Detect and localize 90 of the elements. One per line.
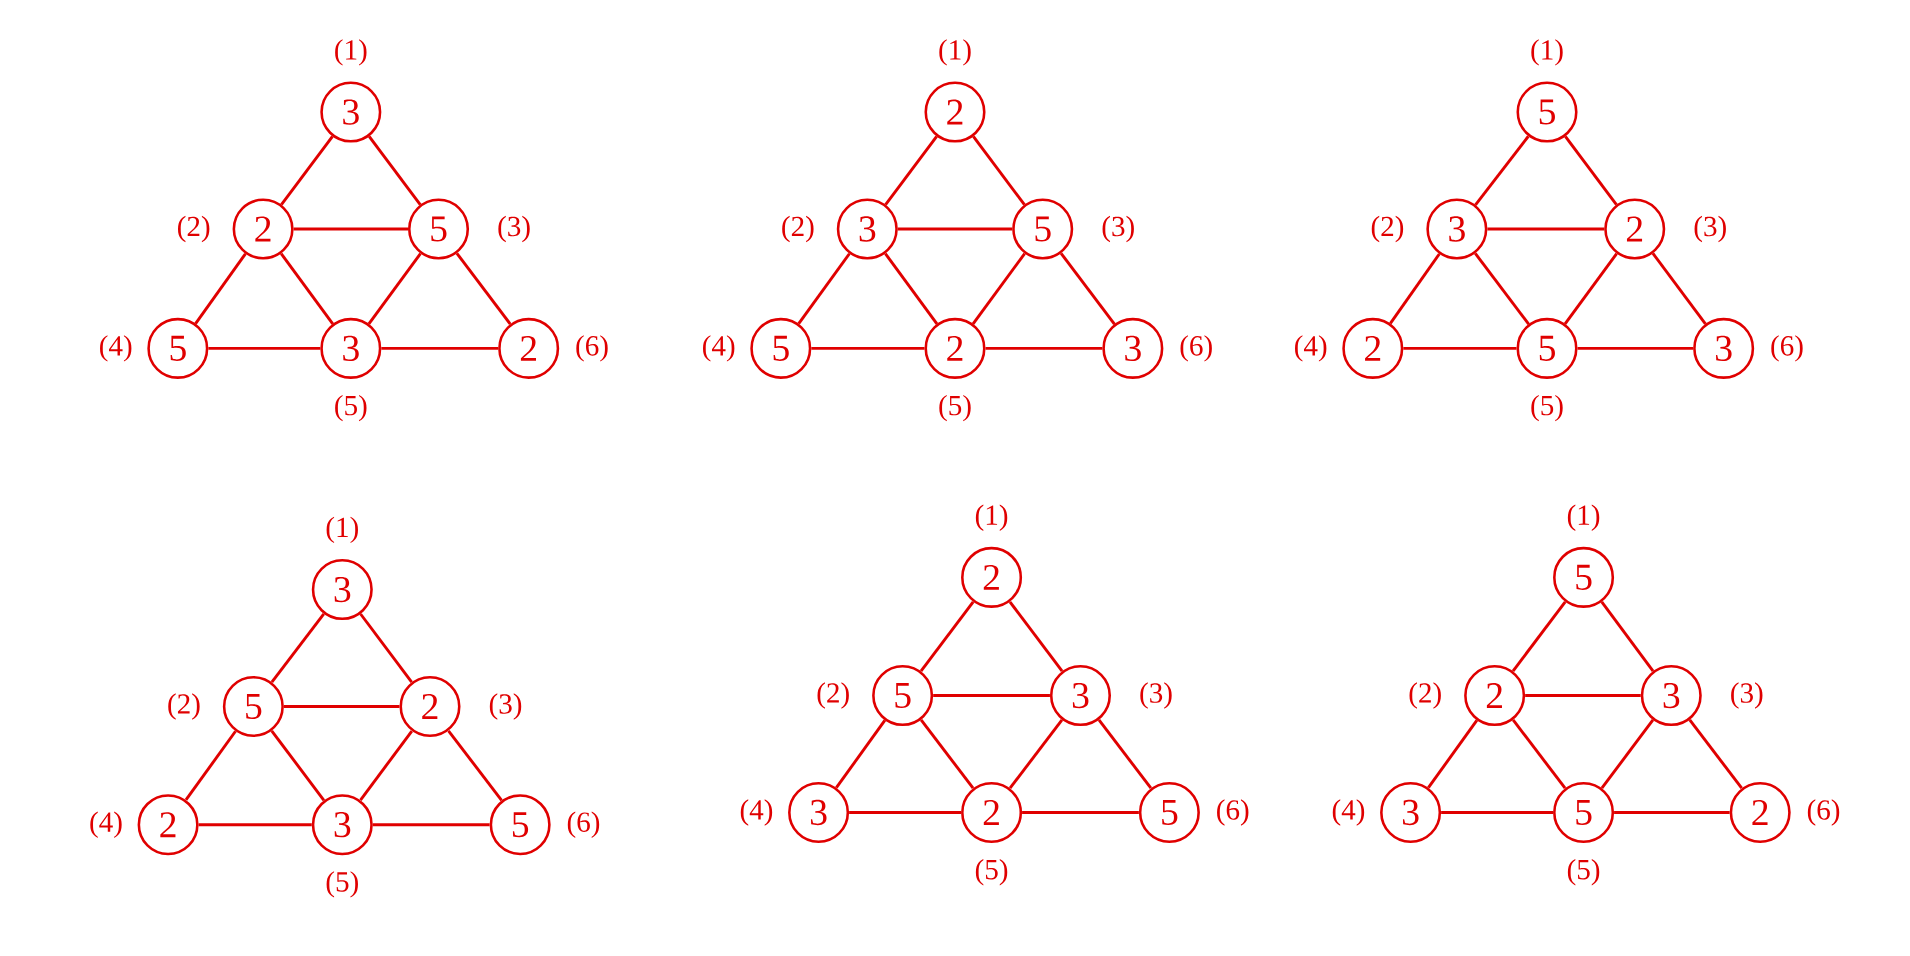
position-label: (5) — [1531, 394, 1563, 422]
position-label: (4) — [1332, 799, 1365, 826]
connector-line — [1427, 719, 1478, 789]
connector-line — [270, 729, 326, 802]
connector-line — [985, 346, 1103, 350]
position-label: (5) — [326, 871, 358, 898]
connector-line — [367, 252, 422, 325]
connector-line — [971, 252, 1026, 325]
connector-line — [919, 718, 975, 789]
position-label: (2) — [178, 215, 210, 243]
connector-line — [933, 694, 1050, 697]
connector-line — [270, 612, 325, 683]
position-label: (5) — [335, 394, 367, 422]
connector-line — [919, 600, 975, 672]
connector-line — [811, 346, 925, 350]
position-label: (6) — [1807, 799, 1840, 826]
connector-line — [1059, 252, 1116, 325]
connector-line — [1525, 694, 1641, 697]
connector-line — [280, 135, 334, 206]
position-label: (1) — [975, 504, 1008, 531]
position-label: (6) — [1180, 335, 1212, 362]
position-label: (1) — [326, 516, 358, 543]
connector-line — [184, 730, 237, 801]
position-label: (2) — [168, 693, 200, 720]
connector-line — [367, 135, 422, 206]
position-label: (4) — [1295, 335, 1327, 362]
position-label: (6) — [576, 335, 608, 362]
position-label: (4) — [740, 799, 773, 826]
connector-line — [359, 730, 413, 801]
position-label: (3) — [1102, 215, 1134, 243]
connector-line — [1511, 600, 1567, 672]
connector-line — [455, 252, 512, 325]
connector-line — [447, 729, 503, 802]
connector-line — [381, 346, 499, 350]
connector-line — [208, 346, 321, 350]
connector-line — [1600, 719, 1655, 789]
connector-line — [1651, 252, 1707, 325]
connector-line — [280, 252, 334, 325]
position-label: (1) — [1567, 504, 1600, 531]
connector-line — [198, 823, 312, 827]
connector-line — [1511, 718, 1567, 789]
connector-line — [797, 252, 851, 325]
connector-line — [1487, 227, 1605, 231]
position-label: (5) — [939, 394, 971, 422]
position-label: (6) — [567, 811, 600, 838]
connector-line — [1600, 600, 1655, 672]
position-label: (4) — [100, 335, 132, 362]
connector-line — [194, 252, 247, 325]
connector-line — [1474, 252, 1530, 325]
position-label: (5) — [975, 858, 1008, 886]
position-label: (3) — [489, 693, 522, 720]
position-label: (6) — [1217, 799, 1249, 826]
position-label: (2) — [1371, 215, 1404, 243]
connector-line — [1097, 718, 1153, 789]
connector-line — [897, 227, 1013, 231]
connector-line — [1441, 810, 1554, 814]
connector-line — [972, 135, 1026, 206]
position-label: (6) — [1771, 335, 1803, 362]
position-label: (4) — [703, 335, 735, 362]
connector-line — [1022, 810, 1139, 814]
position-label: (3) — [1694, 215, 1726, 243]
connector-line — [1474, 135, 1530, 206]
position-label: (1) — [335, 39, 367, 66]
position-label: (1) — [1531, 39, 1563, 66]
position-label: (3) — [1140, 682, 1172, 709]
connector-line — [849, 810, 961, 814]
position-label: (2) — [817, 682, 849, 709]
connector-line — [359, 613, 413, 683]
connector-line — [1614, 810, 1730, 814]
connector-line — [1008, 718, 1064, 789]
connector-line — [1688, 718, 1743, 789]
connector-line — [1577, 346, 1694, 350]
connector-line — [1389, 253, 1441, 325]
position-label: (1) — [939, 39, 971, 66]
connector-line — [1403, 346, 1517, 350]
position-label: (3) — [1731, 682, 1763, 709]
connector-line — [884, 135, 938, 206]
position-label: (4) — [90, 811, 122, 838]
position-label: (2) — [782, 215, 814, 243]
connector-line — [283, 704, 400, 708]
position-label: (5) — [1567, 858, 1600, 886]
connector-line — [1563, 252, 1618, 325]
position-label: (3) — [498, 215, 530, 243]
connector-line — [884, 252, 939, 325]
connector-line — [1564, 135, 1618, 206]
position-label: (2) — [1409, 682, 1441, 709]
connector-line — [835, 719, 886, 789]
connector-line — [372, 823, 490, 827]
connector-line — [293, 227, 408, 231]
connector-line — [1008, 600, 1064, 672]
